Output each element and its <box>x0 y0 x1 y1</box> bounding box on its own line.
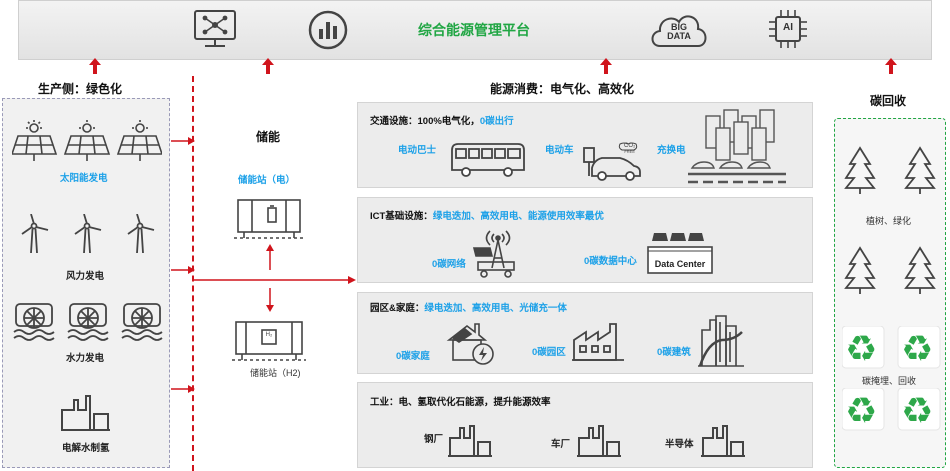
bar-chart-icon <box>307 9 349 51</box>
zero-carbon-building-label: 0碳建筑 <box>657 347 691 358</box>
zero-carbon-campus-label: 0碳园区 <box>532 347 566 358</box>
arrow-storage-down <box>265 288 275 312</box>
solar-home-icon <box>445 320 497 368</box>
steel-plant-icon <box>448 424 492 458</box>
recycle-label: 碳掩埋、回收 <box>862 376 917 386</box>
telecom-tower-icon <box>470 228 522 280</box>
tree-icon-row-1 <box>842 146 940 196</box>
electric-bus-icon <box>448 140 528 180</box>
electric-car-label: 电动车 <box>545 145 574 156</box>
industry-row-title: 工业：电、氢取代化石能源，提升能源效率 <box>370 397 551 408</box>
arrow-bus-to-consumption <box>194 275 356 285</box>
semiconductor-plant-icon <box>701 424 745 458</box>
arrow-up-carbon <box>885 58 897 74</box>
zero-carbon-home-label: 0碳家庭 <box>396 351 430 362</box>
arrow-up-production <box>89 58 101 74</box>
data-center-icon: Data Center <box>644 231 716 279</box>
ict-row-title: ICT基础设施：绿电迭加、高效用电、能源使用效率最优 <box>370 211 604 222</box>
arrow-up-storage <box>262 58 274 74</box>
h2-badge: H₂ <box>265 332 273 338</box>
svg-text:♻: ♻ <box>901 329 933 370</box>
big-data-cloud-icon: BIG DATA <box>648 6 710 50</box>
arrow-up-consumption <box>600 58 612 74</box>
trees-label: 植树、绿化 <box>866 216 912 226</box>
big-data-label: BIG DATA <box>667 22 691 41</box>
car-plant-label: 车厂 <box>551 439 571 450</box>
ict-row-panel <box>357 197 813 283</box>
ai-chip-icon: AI <box>766 7 810 51</box>
svg-text:♻: ♻ <box>845 329 877 370</box>
zero-carbon-network-label: 0碳网络 <box>432 259 466 270</box>
industry-row-panel <box>357 382 813 468</box>
hydro-turbine-icon <box>10 300 166 346</box>
solar-label: 太阳能发电 <box>60 173 108 184</box>
tree-icon-row-2 <box>842 246 940 296</box>
campus-row-title: 园区&家庭：绿电迭加、高效用电、光储充一体 <box>370 303 567 314</box>
storage-title: 储能 <box>256 130 281 144</box>
monitor-network-icon <box>192 8 238 50</box>
hydro-label: 水力发电 <box>66 353 105 364</box>
arrow-solar-to-bus <box>171 136 195 146</box>
energy-bus-line <box>192 76 194 471</box>
transport-row-title: 交通设施：100%电气化，0碳出行 <box>370 116 514 127</box>
electric-car-icon: CO₂ FREE <box>582 140 644 182</box>
hydrogen-label: 电解水制氢 <box>62 443 110 454</box>
zero-carbon-datacenter-label: 0碳数据中心 <box>584 256 637 267</box>
arrow-storage-up <box>265 244 275 270</box>
production-title: 生产侧：绿色化 <box>38 82 123 96</box>
storage-electric-label: 储能站（电） <box>238 175 296 186</box>
charging-station-icon <box>688 106 788 186</box>
co2-free-badge: CO₂ FREE <box>624 143 636 154</box>
recycle-icon-row-2: ♻♻ <box>842 388 942 432</box>
recycle-icon-row-1: ♻♻ <box>842 326 942 370</box>
arrow-hydro-to-bus <box>171 384 195 394</box>
wind-label: 风力发电 <box>66 271 105 282</box>
carbon-title: 碳回收 <box>870 94 907 108</box>
car-plant-icon <box>577 424 621 458</box>
electric-bus-label: 电动巴士 <box>398 145 437 156</box>
solar-panel-icon <box>12 120 162 162</box>
arrow-wind-to-bus <box>171 265 195 275</box>
semiconductor-label: 半导体 <box>665 439 694 450</box>
svg-text:♻: ♻ <box>901 391 933 432</box>
wind-turbine-icon <box>12 214 162 254</box>
storage-h2-label: 储能站（H2) <box>250 368 301 378</box>
data-center-label: Data Center <box>654 259 706 269</box>
platform-title: 综合能源管理平台 <box>418 22 530 38</box>
svg-text:♻: ♻ <box>845 391 877 432</box>
battery-container-icon <box>234 196 304 242</box>
platform-bar <box>18 0 932 60</box>
h2-container-icon: H₂ <box>232 318 306 364</box>
building-icon <box>696 312 746 368</box>
industrial-park-icon <box>572 316 626 364</box>
factory-icon <box>60 394 112 432</box>
ai-label: AI <box>783 22 793 33</box>
consumption-title: 能源消费：电气化、高效化 <box>490 82 635 96</box>
steel-plant-label: 钢厂 <box>424 434 444 445</box>
charging-label: 充换电 <box>657 145 686 156</box>
